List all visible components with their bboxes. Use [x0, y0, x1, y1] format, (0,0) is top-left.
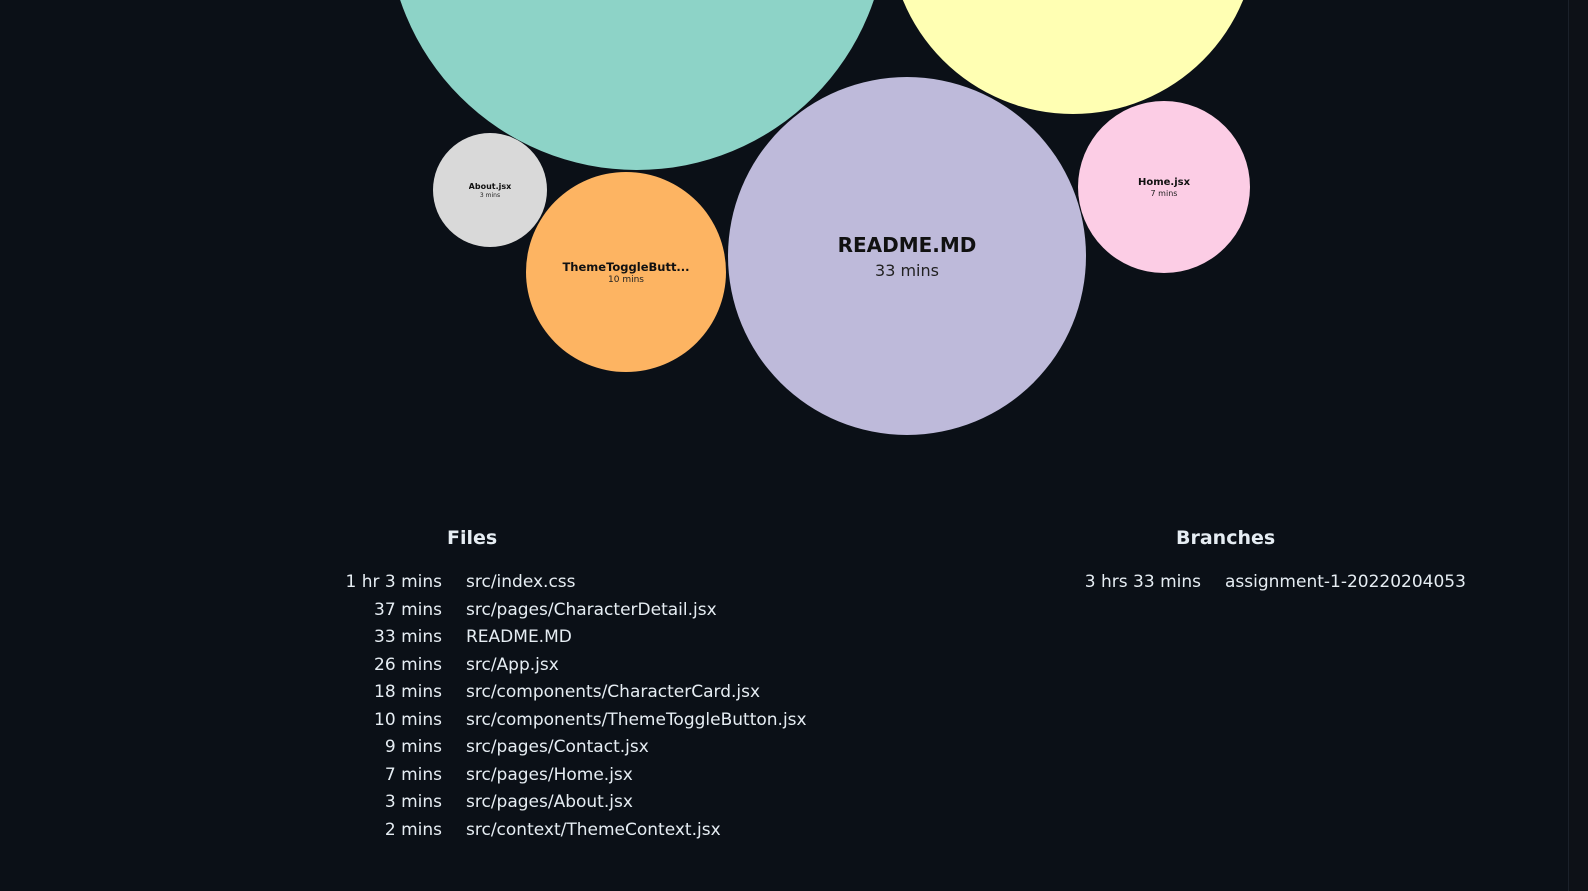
file-name: src/components/CharacterCard.jsx — [466, 682, 761, 702]
bubble-label: Home.jsx — [1137, 176, 1191, 188]
branch-row: 3 hrs 33 mins assignment-1-20220204053 — [1066, 569, 1466, 597]
bubble-duration: 3 mins — [479, 191, 501, 199]
files-list: 1 hr 3 mins src/index.css 37 mins src/pages… — [313, 569, 807, 845]
branches-title: Branches — [1176, 527, 1276, 549]
file-duration: 7 mins — [384, 764, 442, 785]
file-row: 18 mins src/components/CharacterCard.jsx — [313, 679, 807, 707]
vertical-scrollbar[interactable] — [1568, 0, 1588, 891]
file-row: 9 mins src/pages/Contact.jsx — [313, 734, 807, 762]
file-name: README.MD — [466, 627, 572, 647]
file-duration: 10 mins — [374, 709, 442, 730]
file-duration: 1 hr 3 mins — [345, 572, 442, 592]
file-row: 33 mins README.MD — [313, 624, 807, 652]
file-name: src/App.jsx — [466, 654, 559, 675]
file-duration: 18 mins — [374, 682, 442, 702]
file-duration: 9 mins — [384, 737, 442, 757]
bubble-duration: 10 mins — [608, 274, 644, 285]
bubble-label: About.jsx — [468, 181, 512, 191]
file-row: 10 mins src/components/ThemeToggleButton.… — [313, 707, 807, 735]
file-duration: 37 mins — [374, 599, 442, 620]
file-row: 26 mins src/App.jsx — [313, 652, 807, 680]
files-title: Files — [447, 527, 498, 549]
file-name: src/pages/About.jsx — [466, 792, 633, 812]
branches-list: 3 hrs 33 mins assignment-1-20220204053 — [1066, 569, 1466, 597]
file-row: 2 mins src/context/ThemeContext.jsx — [313, 817, 807, 845]
bubble-readme-md[interactable]: README.MD 33 mins — [728, 77, 1086, 435]
file-duration: 2 mins — [384, 819, 442, 840]
bubble-duration: 7 mins — [1150, 188, 1178, 198]
file-name: src/pages/Home.jsx — [466, 764, 633, 785]
bubble-duration: 33 mins — [875, 260, 939, 280]
file-name: src/context/ThemeContext.jsx — [466, 819, 721, 840]
file-row: 1 hr 3 mins src/index.css — [313, 569, 807, 597]
file-row: 37 mins src/pages/CharacterDetail.jsx — [313, 597, 807, 625]
bubble-label: ThemeToggleButt... — [562, 259, 690, 274]
file-name: src/index.css — [466, 572, 576, 592]
file-duration: 26 mins — [374, 654, 442, 675]
file-row: 3 mins src/pages/About.jsx — [313, 789, 807, 817]
branch-duration: 3 hrs 33 mins — [1084, 572, 1201, 592]
file-duration: 33 mins — [374, 627, 442, 647]
bubble-themetogglebutt-[interactable]: ThemeToggleButt...10 mins — [526, 172, 726, 372]
file-name: src/pages/CharacterDetail.jsx — [466, 599, 717, 620]
file-row: 7 mins src/pages/Home.jsx — [313, 762, 807, 790]
file-name: src/components/ThemeToggleButton.jsx — [466, 709, 807, 730]
file-name: src/pages/Contact.jsx — [466, 737, 649, 757]
bubble-label: README.MD — [837, 232, 977, 257]
file-duration: 3 mins — [384, 792, 442, 812]
branch-name: assignment-1-20220204053 — [1225, 572, 1466, 592]
